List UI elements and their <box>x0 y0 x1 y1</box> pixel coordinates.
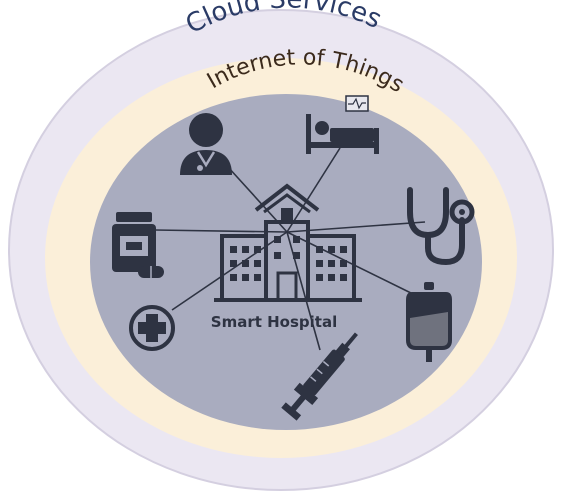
hospital-bed-icon <box>306 95 379 154</box>
stethoscope-icon <box>407 187 475 266</box>
smart-hospital-label: Smart Hospital <box>211 313 337 331</box>
smart-hospital-disc <box>90 94 482 430</box>
syringe-icon <box>281 332 358 421</box>
hospital-building-icon <box>214 183 362 302</box>
doctor-icon <box>180 113 232 175</box>
iv-bag-icon <box>406 282 452 362</box>
medical-cross-icon <box>129 305 175 351</box>
medicine-bottle-icon <box>112 212 164 278</box>
